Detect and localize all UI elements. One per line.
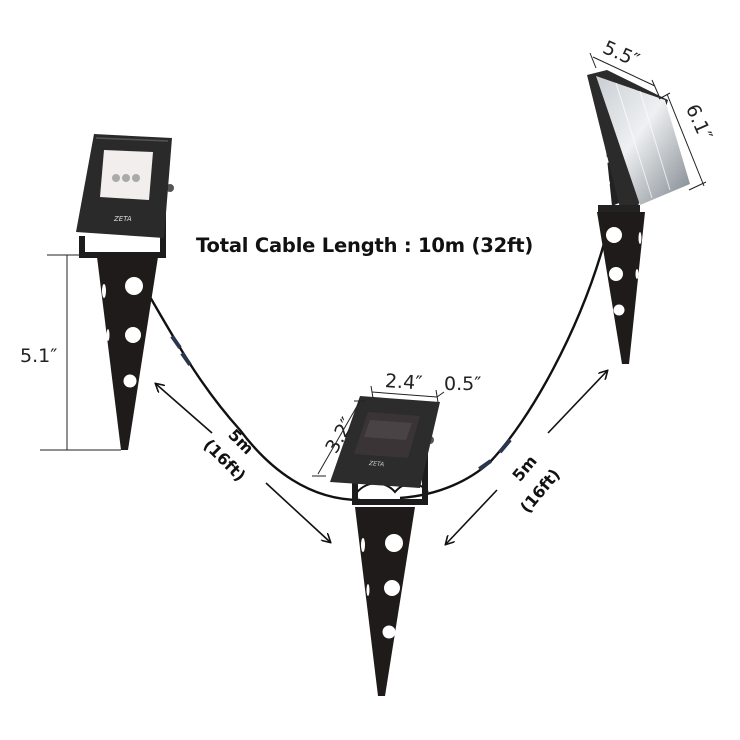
stake-height-dimension bbox=[40, 254, 121, 451]
cable-middle-to-solar bbox=[399, 239, 607, 500]
left-stake bbox=[97, 257, 158, 450]
cable-left-to-middle bbox=[138, 279, 361, 502]
left-flood-light bbox=[76, 134, 174, 258]
middle-stake bbox=[355, 507, 415, 696]
solar-width-label: 5.5″ bbox=[600, 37, 643, 72]
middle-light-dimensions bbox=[312, 385, 445, 477]
middle-flood-light bbox=[330, 396, 440, 505]
stake-height-label: 5.1″ bbox=[20, 345, 57, 367]
total-cable-length-title: Total Cable Length : 10m (32ft) bbox=[196, 234, 534, 257]
middle-width-label: 2.4″ bbox=[384, 370, 423, 395]
left-light-brand: ZETA bbox=[113, 215, 132, 223]
solar-panel-dimensions bbox=[589, 52, 707, 191]
solar-stake bbox=[597, 212, 645, 364]
middle-depth-label: 0.5″ bbox=[444, 373, 481, 395]
left-distance-arrow bbox=[156, 384, 330, 542]
solar-height-label: 6.1″ bbox=[681, 101, 716, 144]
solar-panel bbox=[587, 70, 690, 212]
right-distance-arrow bbox=[446, 371, 607, 544]
middle-light-brand: ZETA bbox=[368, 460, 385, 468]
